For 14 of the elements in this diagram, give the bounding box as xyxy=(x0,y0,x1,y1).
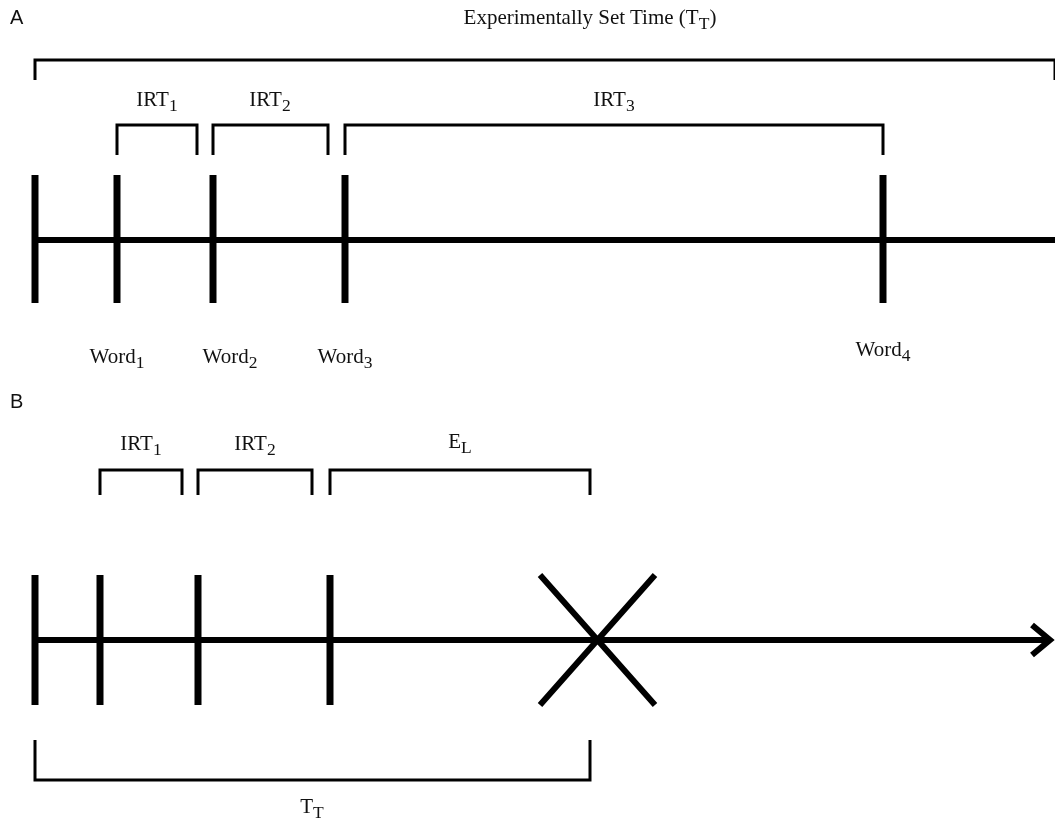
panel-label: B xyxy=(10,390,24,412)
interval-label: IRT$_{1}$ xyxy=(120,432,162,460)
panel-label: A xyxy=(10,6,24,28)
interval-label: IRT$_{1}$ xyxy=(136,88,178,116)
interval-label: E$_{L}$ xyxy=(448,430,472,458)
interval-label: IRT$_{2}$ xyxy=(234,432,276,460)
word-label: Word$_{1}$ xyxy=(89,345,145,373)
interval-label: T$_{T}$ xyxy=(300,795,324,823)
interval-label: IRT$_{2}$ xyxy=(249,88,291,116)
word-label: Word$_{4}$ xyxy=(855,338,911,366)
interval-label: IRT$_{3}$ xyxy=(593,88,635,116)
word-label: Word$_{3}$ xyxy=(317,345,373,373)
word-label: Word$_{2}$ xyxy=(202,345,258,373)
title: Experimentally Set Time (T$_{T}$) xyxy=(463,6,717,34)
